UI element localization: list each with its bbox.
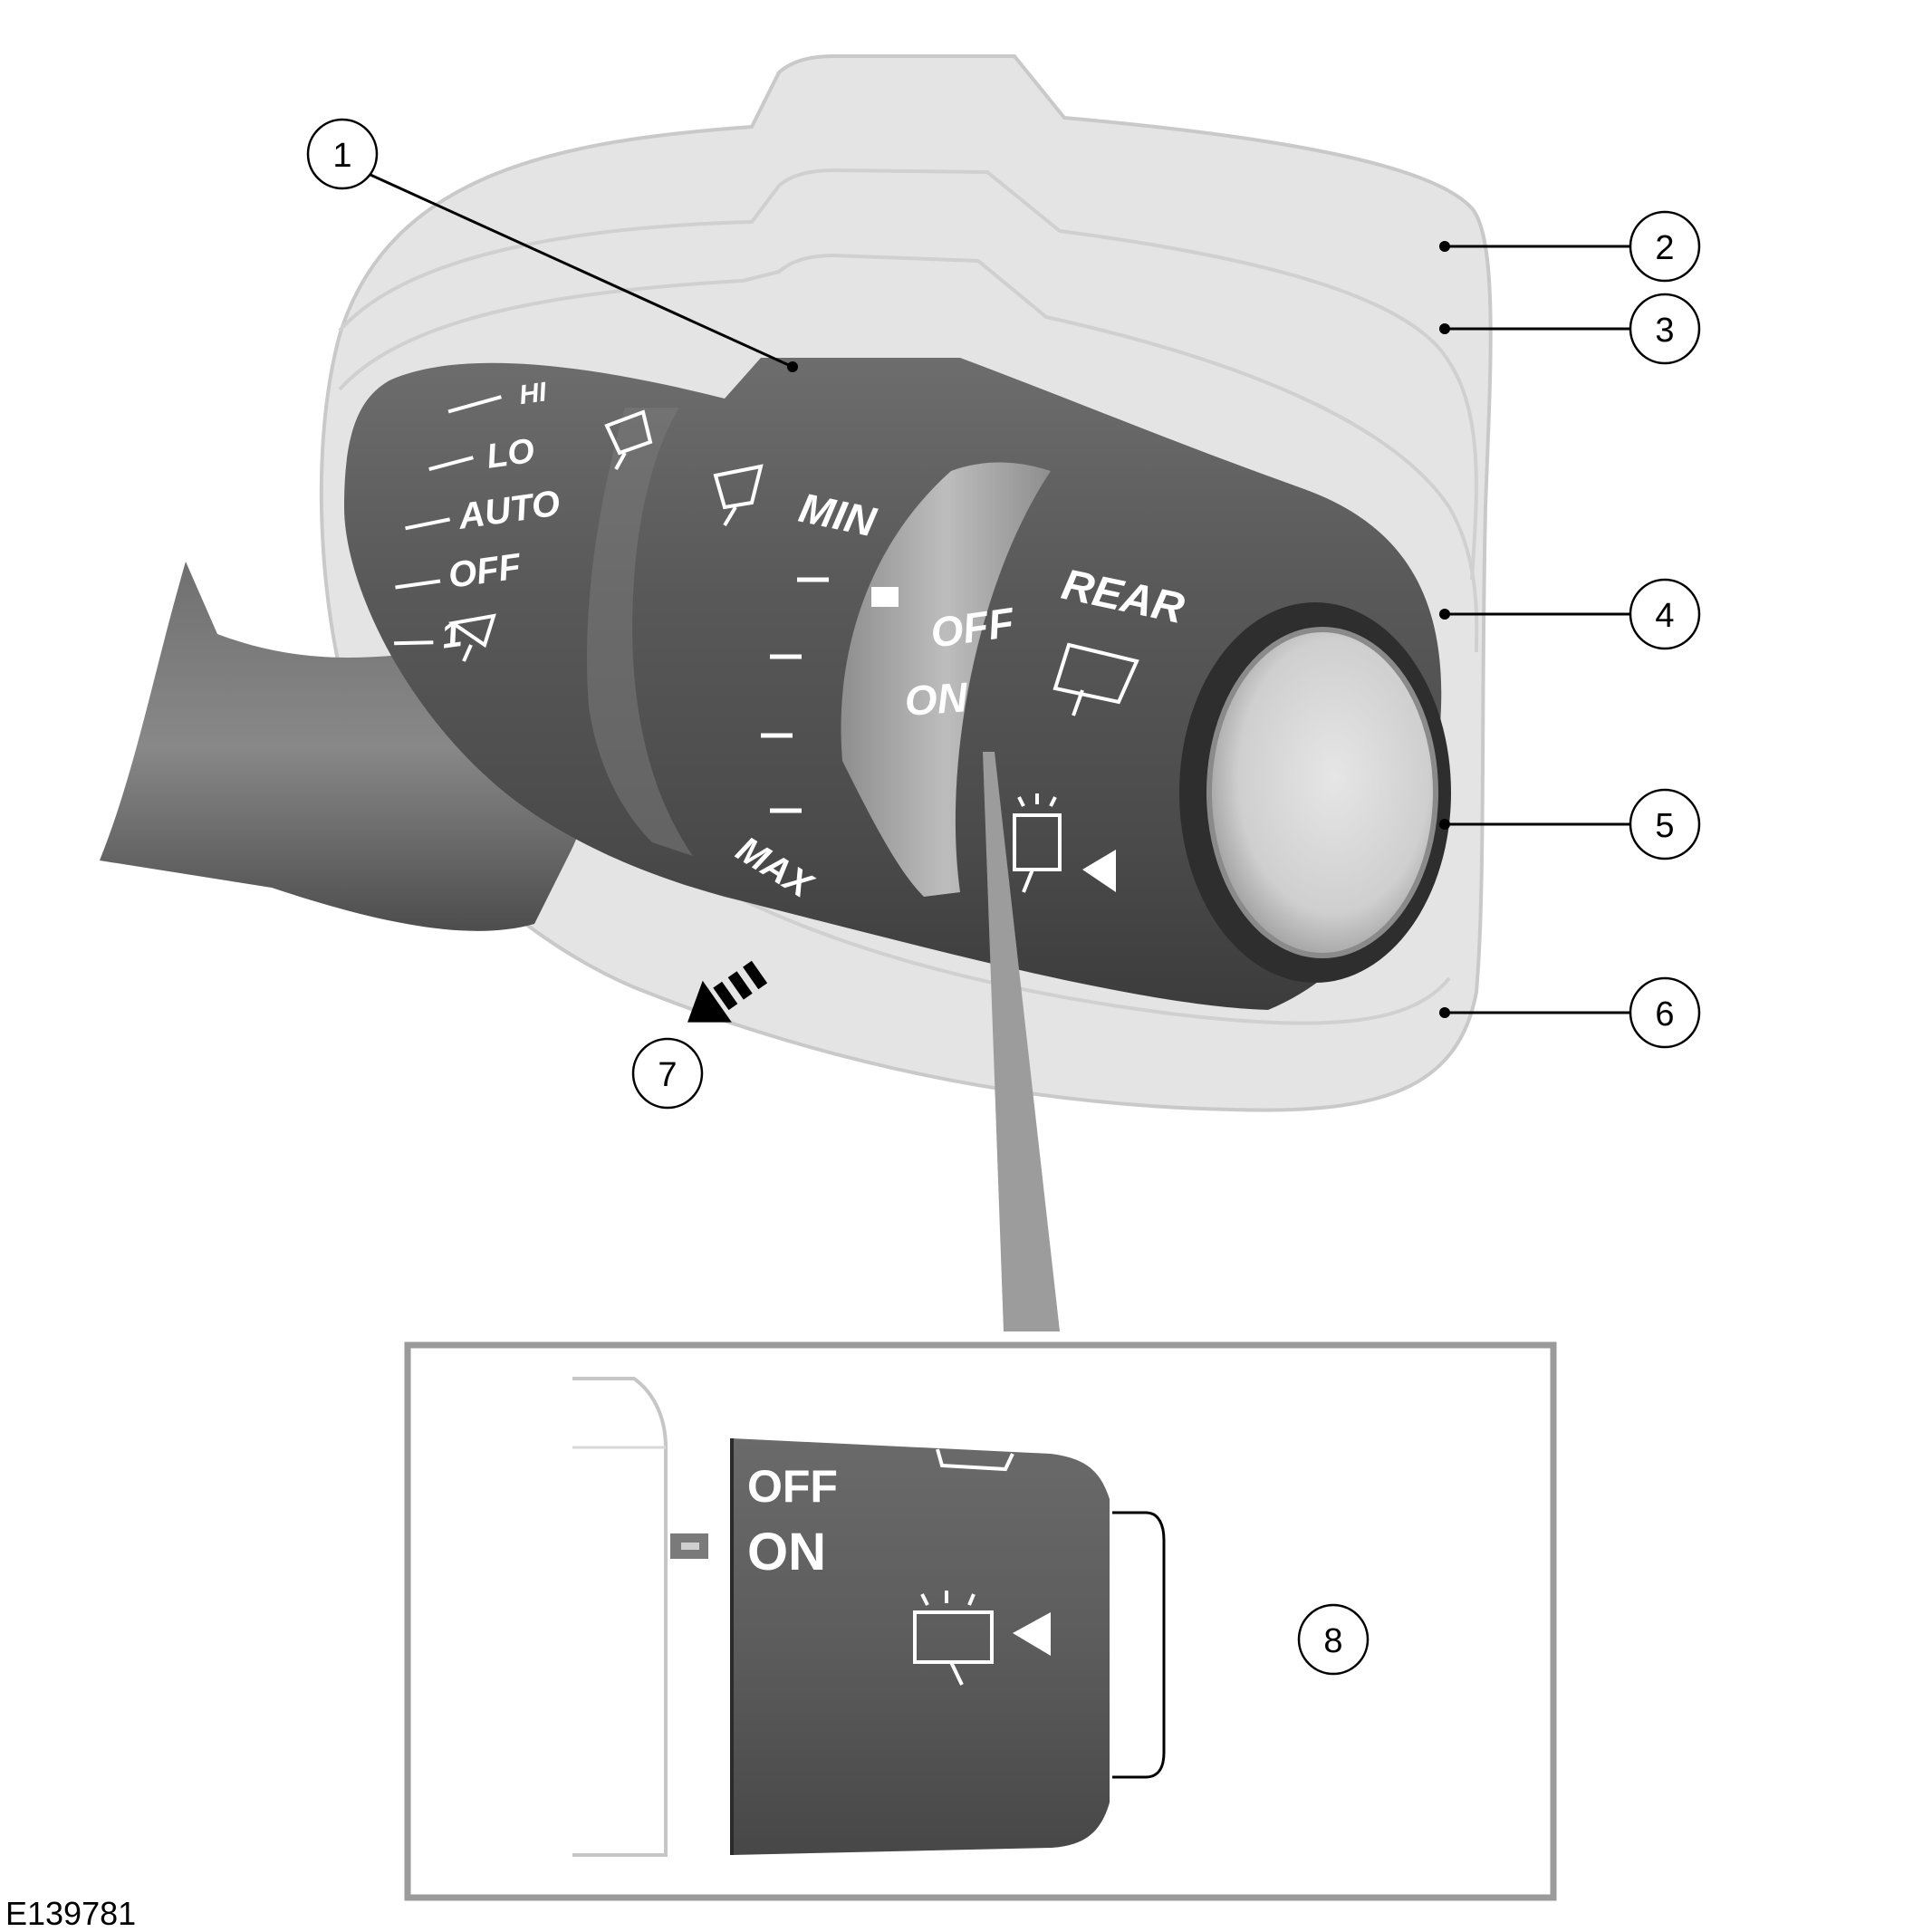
inset-cap-outline — [1112, 1511, 1166, 1779]
inset-arrow-left-icon — [1013, 1612, 1051, 1656]
svg-text:6: 6 — [1655, 995, 1674, 1033]
rear-wiper-ring-bezel — [841, 462, 1051, 897]
callout-1-leader — [360, 168, 793, 369]
inset-rear-wiper-ring[interactable] — [732, 1438, 1110, 1855]
inset-marker-highlight — [681, 1543, 699, 1550]
front-wiper-single-icon — [447, 613, 496, 662]
svg-text:7: 7 — [658, 1056, 677, 1094]
inset-rear-wash-icon — [913, 1591, 994, 1686]
wash-button[interactable] — [1206, 627, 1438, 958]
front-position-tick-single — [394, 640, 434, 646]
callout-7: 7 — [631, 1037, 704, 1110]
callout-5-dot — [1439, 819, 1450, 830]
inset-off-label: OFF — [747, 1461, 838, 1512]
callout-5: 5 — [1629, 788, 1701, 860]
front-position-tick-lo — [428, 456, 474, 471]
front-wiper-position-scale: HI LO AUTO OFF 1 — [394, 377, 562, 657]
front-position-tick-hi — [447, 395, 502, 414]
callout-6: 6 — [1629, 976, 1701, 1049]
svg-text:8: 8 — [1323, 1622, 1342, 1660]
inset-pointer — [983, 752, 1060, 1331]
rear-wiper-off-label: OFF — [928, 598, 1018, 657]
sensitivity-front-wiper-icon — [713, 464, 764, 527]
svg-text:4: 4 — [1655, 597, 1674, 635]
front-position-tick-off — [395, 579, 441, 590]
inset-on-label: ON — [747, 1523, 826, 1581]
rear-wash-icon — [1013, 793, 1062, 893]
front-position-tick-auto — [405, 517, 451, 531]
svg-text:3: 3 — [1655, 312, 1674, 350]
pull-direction-arrow-icon — [687, 960, 768, 1023]
inset-top-wiper-icon — [936, 1448, 1014, 1472]
callout-1-dot — [787, 361, 798, 372]
stalk-collar-band — [587, 408, 693, 856]
callout-8: 8 — [1297, 1603, 1370, 1676]
column-outline-inner — [338, 253, 1479, 653]
callout-2-dot — [1439, 241, 1450, 252]
callout-3: 3 — [1629, 293, 1701, 365]
callout-4: 4 — [1629, 578, 1701, 650]
callout-6-dot — [1439, 1007, 1450, 1018]
svg-text:5: 5 — [1655, 807, 1674, 845]
rear-wiper-icon — [1053, 642, 1139, 716]
callout-2: 2 — [1629, 210, 1701, 283]
callout-3-dot — [1439, 323, 1450, 334]
callout-4-dot — [1439, 609, 1450, 620]
svg-text:1: 1 — [332, 137, 351, 175]
front-wiper-icon — [604, 409, 653, 470]
svg-text:2: 2 — [1655, 229, 1674, 267]
rear-wiper-on-label: ON — [903, 673, 969, 725]
rear-wash-arrow-icon — [1082, 850, 1116, 892]
callout-1: 1 — [306, 118, 379, 190]
figure-id: E139781 — [5, 1895, 136, 1932]
front-position-hi: HI — [517, 377, 549, 410]
ring-position-marker — [871, 587, 899, 607]
inset-detail: OFF ON 8 — [404, 1341, 1557, 1901]
front-position-lo: LO — [485, 432, 537, 476]
